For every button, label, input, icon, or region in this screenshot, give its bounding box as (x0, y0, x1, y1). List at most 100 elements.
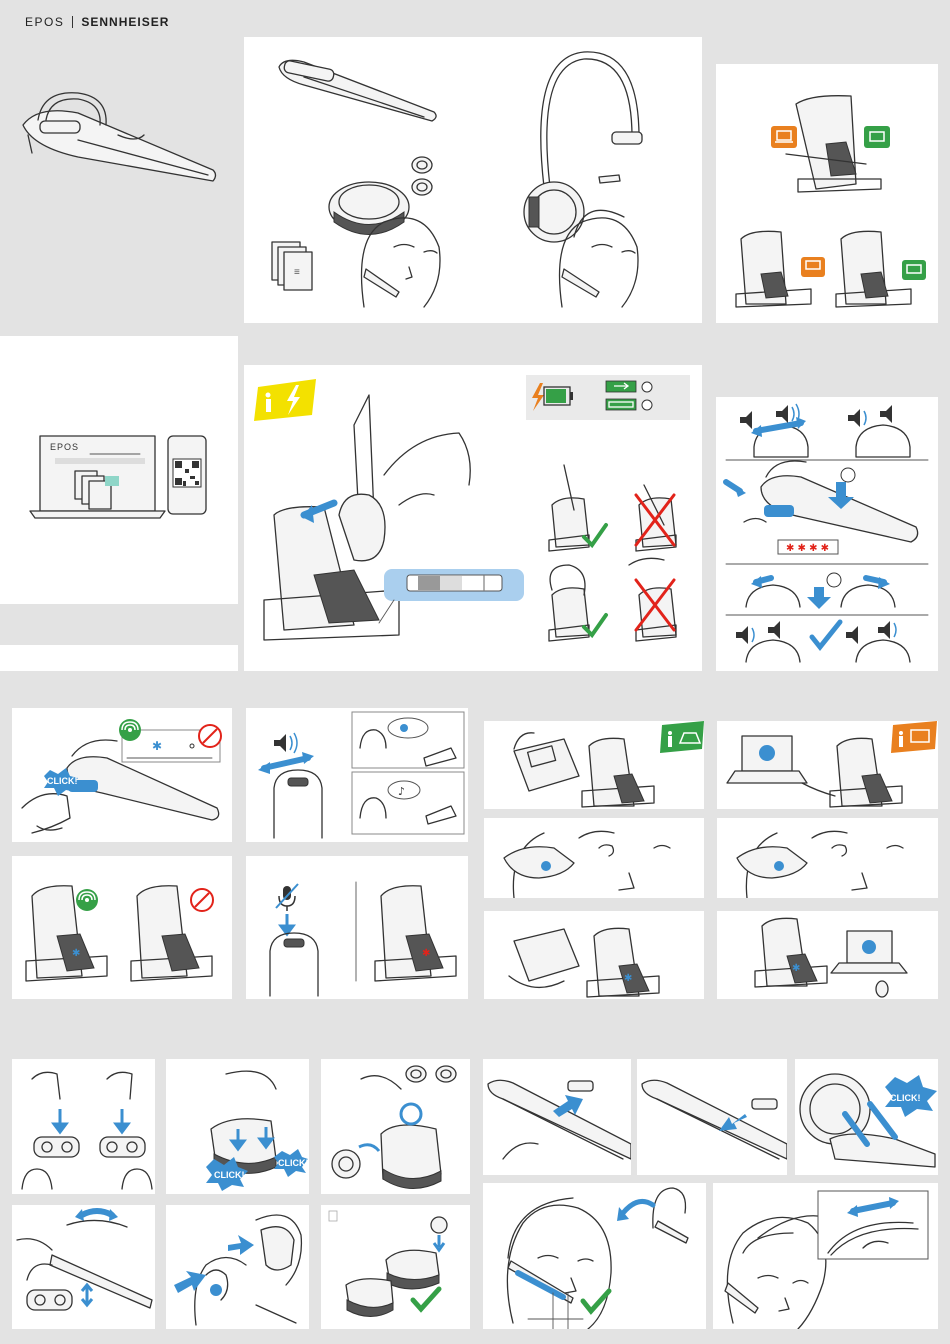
brand-logo: EPOS SENNHEISER (25, 15, 169, 29)
click-callout: CLICK! (885, 1075, 937, 1117)
click-callout: CLICK! (274, 1149, 309, 1177)
headband-wear-panel (483, 1183, 706, 1329)
speaker-icon (736, 626, 754, 644)
volume-hold-illustration (746, 573, 895, 609)
laptop-icon (801, 257, 825, 277)
click-label: CLICK! (47, 776, 78, 786)
face-earhook-illustration (362, 218, 441, 307)
pairing-base-panel: ✱ (12, 856, 232, 999)
clock-icon (841, 468, 855, 482)
laptop-illustration (727, 736, 807, 783)
headband-earpad-click-panel: CLICK! (795, 1059, 938, 1175)
info-computer-badge (891, 721, 937, 753)
microphone-icon (276, 884, 298, 911)
info-icon (266, 393, 272, 413)
desk-phone-illustration (514, 733, 579, 791)
svg-text:✱: ✱ (72, 948, 80, 959)
brand-divider (72, 16, 73, 28)
check-icon (583, 1291, 609, 1311)
base-station-muted: ✱ (375, 886, 456, 981)
speaker-icon (878, 621, 896, 639)
prohibited-icon (199, 725, 221, 747)
phone-icon (902, 260, 926, 280)
deskphone-end-panel: ✱ (484, 911, 704, 999)
charging-panel (244, 365, 702, 671)
laptop-icon (771, 126, 797, 148)
check-icon (413, 1289, 439, 1309)
deskphone-answer-panel (484, 818, 704, 898)
earhook-attach-panel: CLICK! CLICK! (166, 1059, 309, 1194)
check-icon (812, 622, 840, 647)
base-station-charging-illustration (264, 395, 470, 640)
clock-icon (827, 573, 841, 587)
earhook-select-panel (12, 1059, 155, 1194)
phone-icon (864, 126, 890, 148)
correct-charging-headband (549, 565, 606, 641)
mute-illustration: ✱ ✱ ✱ ✱ (726, 461, 918, 554)
wrong-charging-headset (636, 485, 676, 551)
headband-cushion-remove-panel (483, 1059, 631, 1175)
speaker-icon (768, 621, 780, 639)
click-label: CLICK! (214, 1170, 245, 1180)
eartip-change-panel (321, 1059, 470, 1194)
pairing-headset-panel: ✱ CLICK! (12, 708, 232, 842)
svg-text:♪: ♪ (398, 785, 405, 798)
clock-icon (642, 400, 652, 410)
brand-epos: EPOS (25, 15, 64, 29)
svg-text:✱ ✱ ✱ ✱: ✱ ✱ ✱ ✱ (786, 543, 829, 554)
music-call-box: ♪ (352, 772, 464, 834)
svg-text:✱: ✱ (792, 963, 800, 974)
click-label: CLICK! (890, 1093, 921, 1103)
battery-icon (606, 399, 636, 410)
base-station-illustration (582, 738, 654, 807)
svg-text:✱: ✱ (422, 948, 430, 959)
laptop-screen-logo: EPOS (50, 442, 79, 452)
info-phone-badge (660, 721, 704, 753)
volume-adjust-illustration (740, 404, 910, 457)
smartphone-illustration (168, 436, 206, 514)
correct-charging-headset (549, 465, 606, 551)
documents-illustration: ≡ (272, 242, 312, 290)
eartip-fit-panel (321, 1205, 470, 1329)
volume-confirm-illustration (736, 621, 910, 662)
earhook-bend-panel (12, 1205, 155, 1329)
incoming-call-box (352, 712, 464, 768)
laptop-call-panel (717, 721, 938, 809)
base-station-bottom-left (736, 231, 811, 307)
document-icon: ≡ (294, 267, 300, 278)
battery-icon (606, 381, 636, 392)
wireless-icon (76, 889, 98, 911)
led-status-bar (379, 569, 524, 623)
wireless-icon (119, 719, 141, 741)
clock-icon (642, 382, 652, 392)
laptop-end-panel: ✱ (717, 911, 938, 999)
speaker-icon (848, 409, 866, 427)
qr-code-icon (173, 459, 201, 487)
mic-mute-panel: ✱ (246, 856, 468, 999)
blank-strip-panel (0, 645, 238, 671)
headband-headset-illustration (524, 52, 642, 242)
headband-adjust-panel (713, 1183, 938, 1329)
base-station-ports-panel (716, 64, 938, 323)
base-station-bottom-right (836, 231, 911, 307)
earhook-and-eartips-illustration (329, 157, 432, 235)
info-charging-badge (254, 379, 316, 421)
wrong-charging-headband (629, 558, 676, 641)
svg-text:✱: ✱ (152, 739, 162, 753)
software-download-panel: EPOS (0, 336, 238, 604)
brand-sennheiser: SENNHEISER (81, 15, 169, 29)
svg-text:✱: ✱ (624, 973, 632, 984)
charging-time-info (526, 375, 690, 420)
speaker-icon (880, 405, 892, 423)
volume-mute-panel: ✱ ✱ ✱ ✱ (716, 397, 938, 671)
base-station-illustration (830, 738, 902, 807)
speaker-icon (740, 411, 752, 429)
speaker-icon (846, 626, 858, 644)
prohibited-icon (191, 889, 213, 911)
speaker-icon (274, 733, 297, 753)
deskphone-call-panel (484, 721, 704, 809)
earhook-wear-panel (166, 1205, 309, 1329)
headset-earhook-illustration (279, 60, 436, 121)
call-volume-panel: ♪ (246, 708, 468, 842)
package-contents-panel: ≡ (244, 37, 702, 323)
